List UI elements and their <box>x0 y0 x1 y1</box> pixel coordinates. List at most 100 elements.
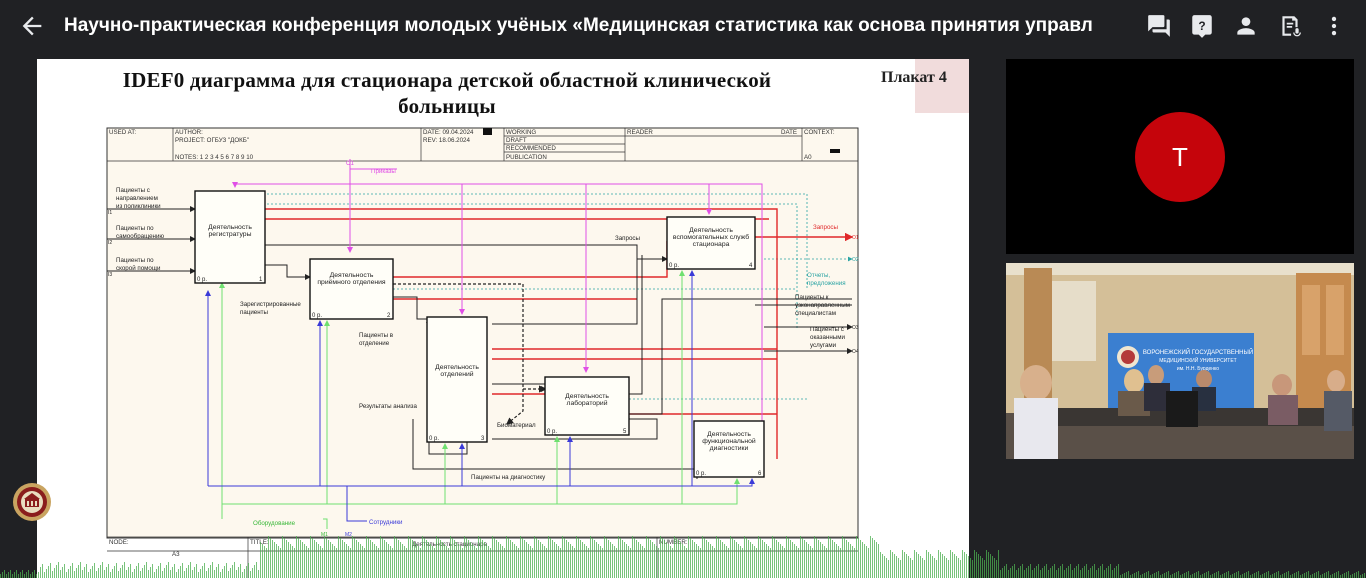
waveform-bar <box>1020 566 1021 578</box>
waveform-bar <box>456 542 457 578</box>
waveform-bar <box>682 544 683 578</box>
waveform-bar <box>96 571 97 578</box>
arrow-served-label-1: Пациенты с <box>810 326 844 333</box>
arrow-i1-code: I1 <box>108 210 112 216</box>
waveform-bar <box>344 542 345 578</box>
arrow-back-icon[interactable] <box>18 12 46 40</box>
waveform-bar <box>876 542 877 578</box>
waveform-bar <box>1248 571 1249 578</box>
waveform-bar <box>974 550 975 578</box>
question-answer-icon[interactable]: ? <box>1189 13 1215 39</box>
block-functional-cost: 0 р. <box>696 471 706 477</box>
waveform-bar <box>376 546 377 578</box>
waveform-bar <box>440 540 441 578</box>
waveform-bar <box>6 574 7 578</box>
waveform-bar <box>1194 573 1195 578</box>
waveform-bar <box>114 566 115 578</box>
waveform-bar <box>1264 573 1265 578</box>
waveform-bar <box>90 569 91 578</box>
waveform-bar <box>1290 575 1291 578</box>
more-vert-icon[interactable] <box>1321 13 1347 39</box>
waveform-bar <box>398 540 399 578</box>
waveform-bar <box>532 548 533 578</box>
waveform-bar <box>1276 572 1277 578</box>
waveform-bar <box>964 552 965 578</box>
waveform-bar <box>476 548 477 578</box>
waveform-bar <box>434 548 435 578</box>
block-registry <box>194 190 266 284</box>
waveform-bar <box>568 542 569 578</box>
waveform-bar <box>1246 572 1247 578</box>
waveform-bar <box>932 556 933 578</box>
waveform-bar <box>1164 573 1165 578</box>
arrow-patients-dept-label-1: Пациенты в <box>359 332 394 339</box>
waveform-bar <box>1338 571 1339 578</box>
waveform-bar <box>1148 571 1149 578</box>
waveform-bar <box>880 552 881 578</box>
waveform-bar <box>1268 571 1269 578</box>
waveform-bar <box>20 572 21 578</box>
waveform-bar <box>306 546 307 578</box>
waveform-bar <box>1174 573 1175 578</box>
waveform-bar <box>130 564 131 578</box>
waveform-bar <box>46 569 47 578</box>
waveform-bar <box>838 546 839 578</box>
waveform-bar <box>724 544 725 578</box>
waveform-bar <box>204 563 205 578</box>
block-functional <box>693 420 765 478</box>
waveform-bar <box>752 544 753 578</box>
block-registry-cost: 0 р. <box>197 277 207 283</box>
waveform-bar <box>750 542 751 578</box>
waveform-bar <box>0 574 1 578</box>
waveform-bar <box>338 536 339 578</box>
waveform-bar <box>1240 575 1241 578</box>
waveform-bar <box>660 536 661 578</box>
waveform-bar <box>620 538 621 578</box>
waveform-bar <box>374 544 375 578</box>
waveform-bar <box>570 544 571 578</box>
participant-tile-avatar[interactable]: T <box>1006 59 1354 254</box>
waveform-bar <box>1232 574 1233 578</box>
block-admission-number: 2 <box>387 313 391 319</box>
waveform-bar <box>602 548 603 578</box>
waveform-bar <box>564 538 565 578</box>
waveform-bar <box>358 542 359 578</box>
waveform-bar <box>1326 572 1327 578</box>
waveform-bar <box>704 538 705 578</box>
waveform-bar <box>368 538 369 578</box>
waveform-bar <box>928 552 929 578</box>
waveform-bar <box>916 552 917 578</box>
waveform-bar <box>488 546 489 578</box>
waveform-bar <box>268 536 269 578</box>
waveform-bar <box>986 550 987 578</box>
presentation-slide: IDEF0 диаграмма для стационара детской о… <box>37 59 969 578</box>
block-aux-services <box>666 216 756 270</box>
university-seal-logo <box>12 482 52 522</box>
waveform-bar <box>1008 570 1009 578</box>
arrow-c1-code: C1 <box>346 160 354 167</box>
waveform-bar <box>706 540 707 578</box>
waveform-bar <box>496 540 497 578</box>
waveform-bar <box>474 546 475 578</box>
waveform-bar <box>1040 570 1041 578</box>
person-icon[interactable] <box>1233 13 1259 39</box>
waveform-bar <box>316 542 317 578</box>
waveform-bar <box>22 570 23 578</box>
waveform-bar <box>1010 568 1011 578</box>
waveform-bar <box>910 558 911 578</box>
transcript-icon[interactable] <box>1277 13 1303 39</box>
waveform-bar <box>968 556 969 578</box>
chat-icon[interactable] <box>1146 13 1172 39</box>
participant-tile-room-video[interactable]: ВОРОНЕЖСКИЙ ГОСУДАРСТВЕННЫЙ МЕДИЦИНСКИЙ … <box>1006 263 1354 459</box>
waveform-bar <box>60 570 61 578</box>
waveform-bar <box>220 572 221 578</box>
waveform-bar <box>806 542 807 578</box>
frame-publication: PUBLICATION <box>506 154 547 161</box>
waveform-bar <box>286 540 287 578</box>
waveform-bar <box>708 542 709 578</box>
waveform-bar <box>780 544 781 578</box>
waveform-bar <box>260 542 261 578</box>
waveform-bar <box>106 567 107 578</box>
waveform-bar <box>800 536 801 578</box>
waveform-bar <box>1178 571 1179 578</box>
